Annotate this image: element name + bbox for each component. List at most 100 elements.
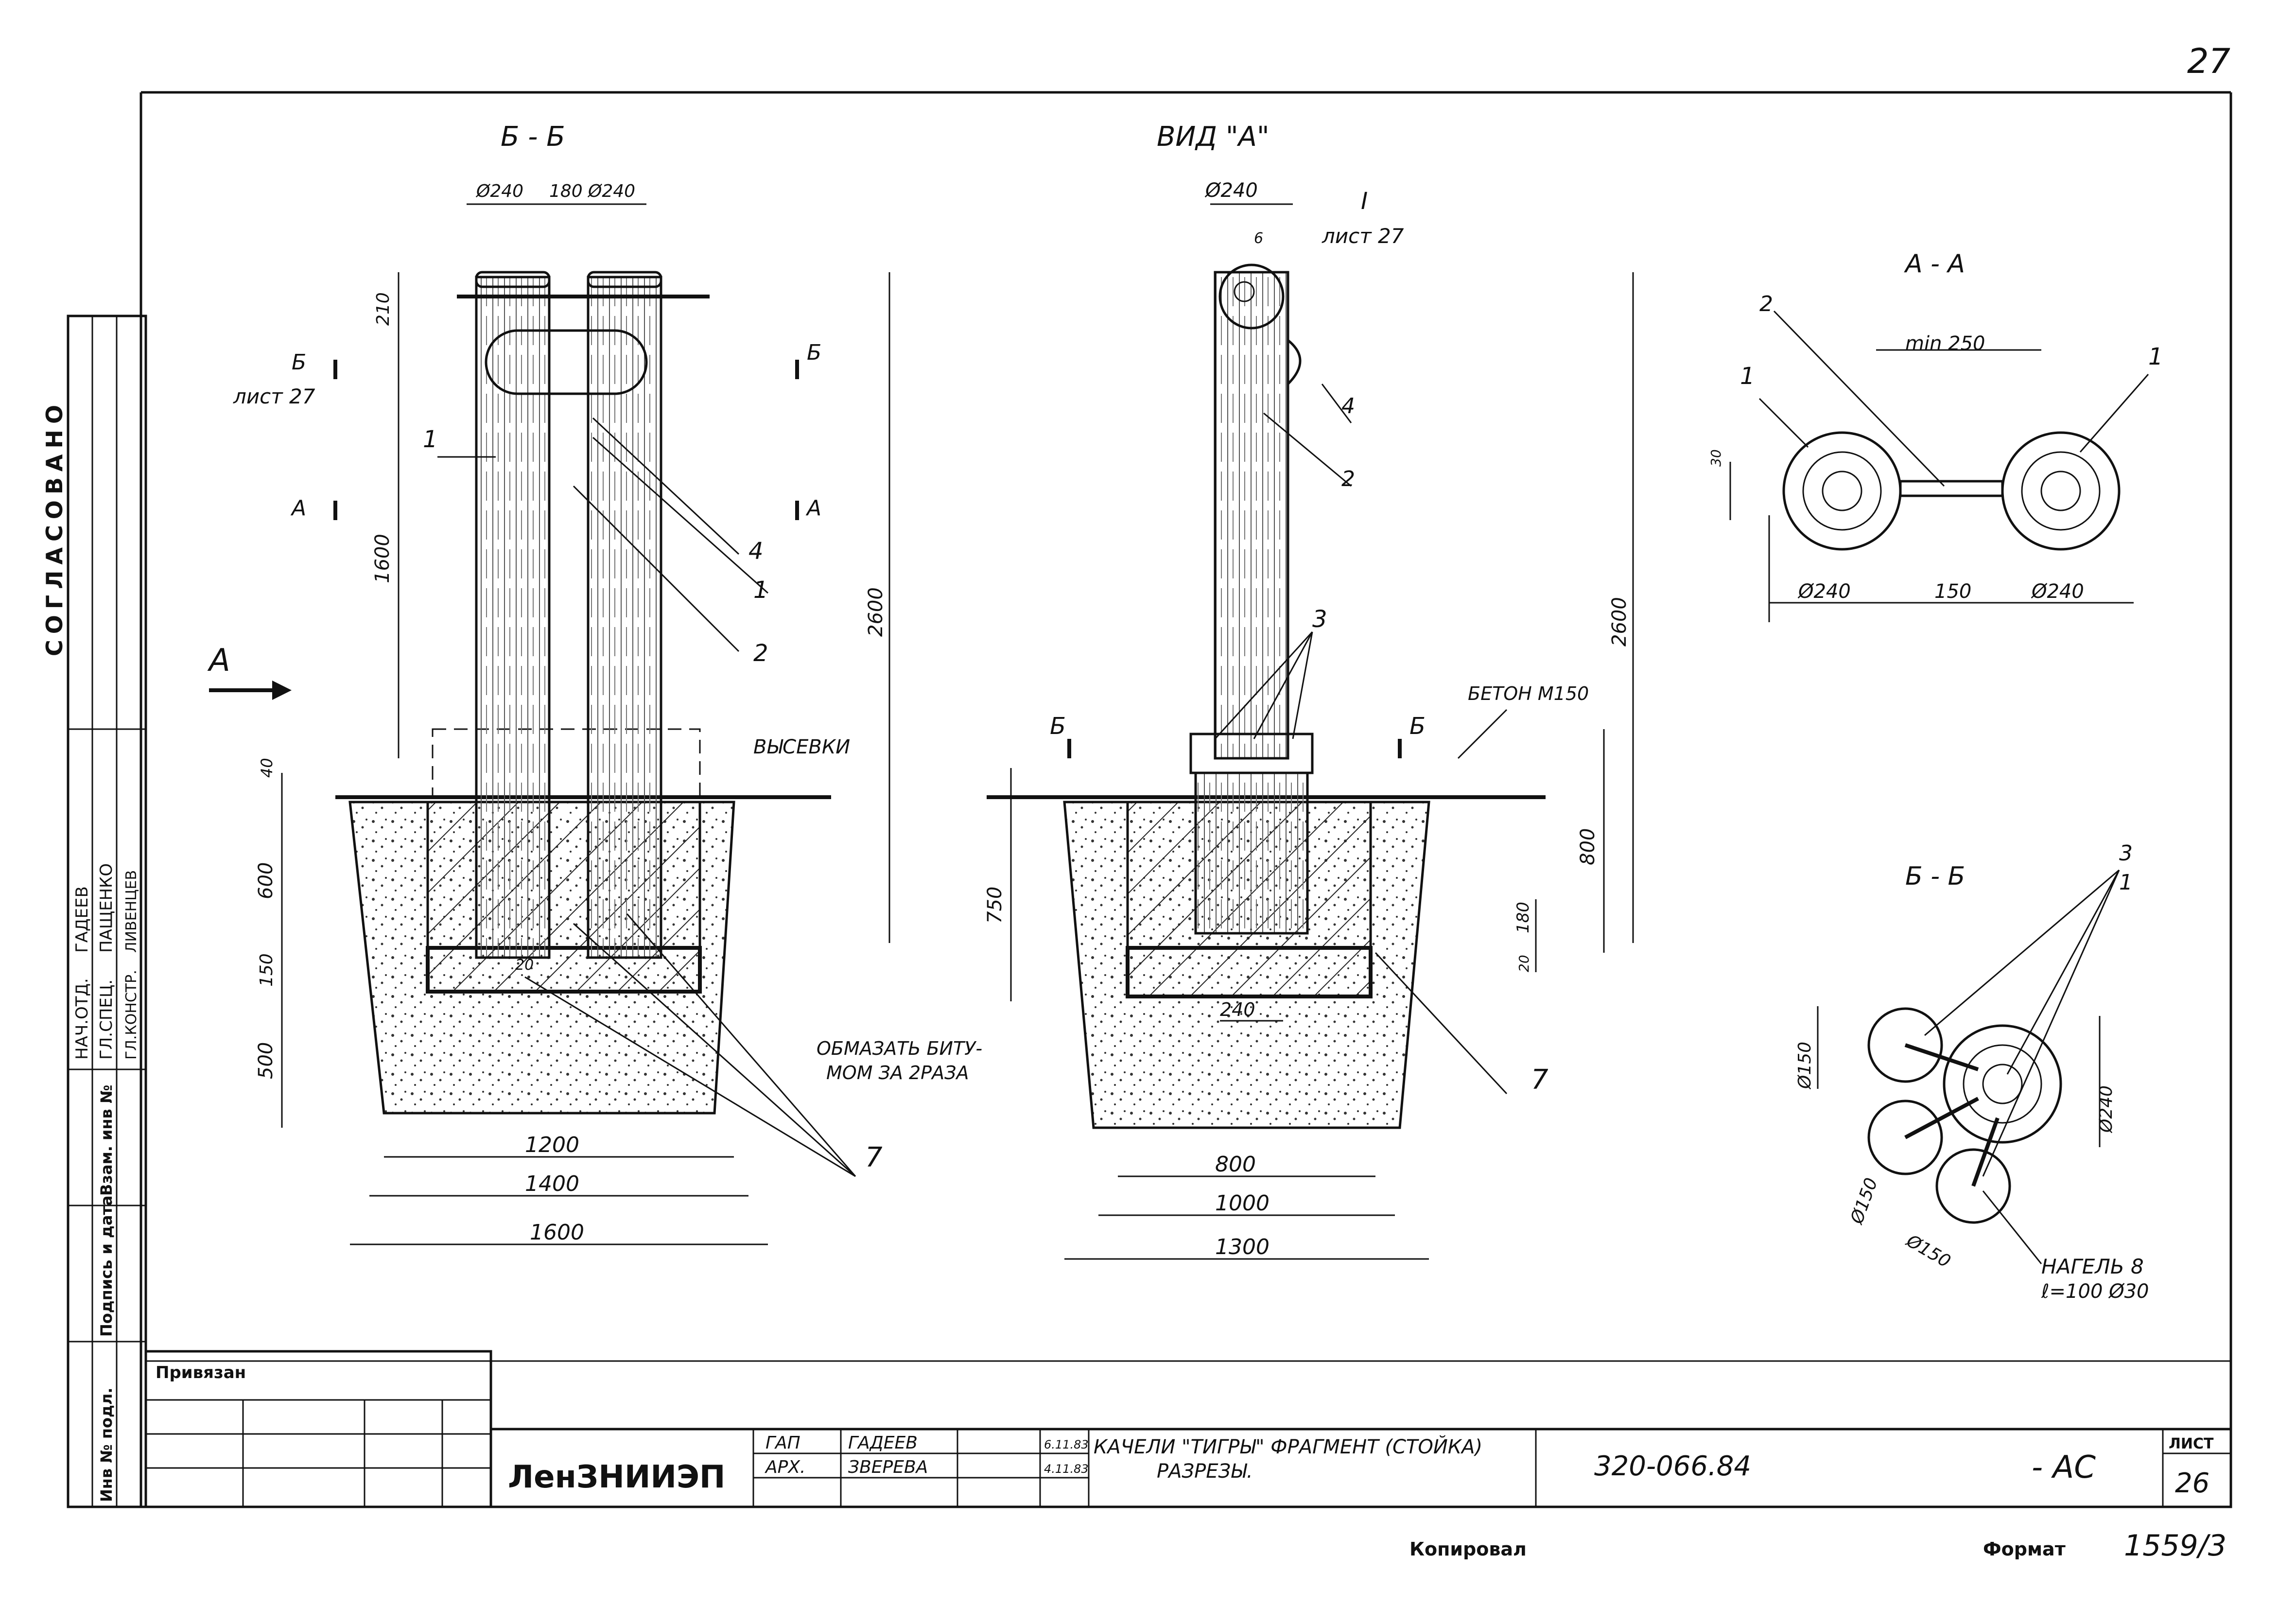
leader-7: 7 [865,1142,883,1173]
section-aa-dim-30: 30 [1708,449,1724,467]
section-aa-min: min 250 [1905,332,1985,355]
inv-podl-label: Инв № подл. [97,1388,116,1502]
bb-dim-150a: Ø150 [1795,1042,1815,1090]
seat-head [485,329,648,395]
view-a-leader-4: 4 [1341,394,1355,419]
leader-1b: 1 [753,576,768,604]
view-a-leader-2: 2 [1341,467,1355,491]
role-2-date: 4.11.83 [1044,1462,1089,1476]
bb-post-b [1867,1100,1943,1175]
dim-210: 210 [373,292,393,326]
bb-leader-1: 1 [2119,870,2133,895]
vzam-inv-label: Взам. инв № [97,1085,116,1196]
drawing-title-line1: КАЧЕЛИ "ТИГРЫ" ФРАГМЕНТ (СТОЙКА) [1094,1435,1482,1458]
section-aa [1729,310,2149,622]
title-block [489,1428,2232,1508]
view-a-dim-1000: 1000 [1215,1191,1270,1216]
person-1-name: ГАДЕЕВ [72,886,92,953]
view-arrow-label: А [207,643,230,679]
role-1: ГАП [765,1433,800,1453]
aa-post-left [1782,431,1902,551]
view-a-leader-3: 3 [1312,606,1327,633]
leader-1a: 1 [423,426,438,453]
section-aa-leader-2: 2 [1759,292,1773,316]
cut-a-right: А [805,496,821,521]
dim-top-left: Ø240 [475,181,523,201]
beton-label: БЕТОН М150 [1468,683,1589,704]
soglasovano-label: СОГЛАСОВАНО [41,399,68,656]
binding-label: Привязан [156,1363,246,1382]
leader-2: 2 [753,640,768,667]
view-a [987,203,1634,1260]
dim-40: 40 [258,758,276,778]
bb-post-a [1867,1007,1943,1083]
dim-2600: 2600 [865,587,887,637]
post-right [587,276,662,959]
section-bb-right-title: Б - Б [1905,862,1965,891]
drawing-suffix: - АС [2032,1450,2096,1485]
view-a-dim-240b: 240 [1220,999,1255,1020]
leader-4: 4 [748,538,764,565]
bb-dim-240: Ø240 [2096,1085,2116,1134]
footing-slab [426,946,702,994]
section-aa-title: А - А [1904,249,1965,279]
bb-dim-150b: Ø150 [1846,1175,1881,1227]
section-aa-dim-right: Ø240 [2031,580,2084,603]
bb-post-main [1943,1024,2062,1144]
section-bb-left-title: Б - Б [501,121,565,153]
page-number: 27 [2187,41,2230,81]
nagel-label: НАГЕЛЬ 8 [2041,1255,2144,1278]
view-a-post [1214,271,1289,760]
dim-top-right: Ø240 [587,181,635,201]
inventory-number: 1559/3 [2124,1529,2226,1563]
sheet-number: 26 [2175,1467,2209,1499]
section-aa-leader-1a: 1 [1740,363,1755,390]
view-a-ref-sheet: лист 27 [1322,224,1404,248]
person-2-role: ГЛ.СПЕЦ. [97,979,116,1060]
podpis-data-label: Подпись и дата [97,1195,116,1337]
view-a-dim-6: 6 [1254,230,1263,247]
dim-1600-base: 1600 [530,1220,584,1245]
aa-post-right [2001,431,2121,551]
view-a-dim-1300: 1300 [1215,1235,1270,1259]
format-label: Формат [1983,1538,2066,1560]
section-bb-left [209,203,890,1245]
role-2-name: ЗВЕРЕВА [848,1457,928,1477]
vysevki-label: ВЫСЕВКИ [753,736,850,758]
dim-1400: 1400 [525,1171,579,1196]
view-a-dim-750: 750 [984,887,1006,924]
view-a-dim-180: 180 [1513,902,1533,933]
drawing-code: 320-066.84 [1594,1450,1751,1482]
bb-post-c [1935,1148,2011,1224]
view-a-post-top [1218,263,1285,330]
view-a-cut-b-right: Б [1409,713,1426,740]
view-a-leader-7: 7 [1531,1064,1548,1096]
post-left [475,276,551,959]
bb-dim-150c: Ø150 [1902,1230,1954,1272]
cut-b-left: Б [292,350,306,375]
copy-label: Копировал [1409,1538,1527,1560]
nagel-label-2: ℓ=100 Ø30 [2041,1280,2149,1303]
view-a-dim-240: Ø240 [1204,179,1258,202]
sheet-frame [139,91,2232,1508]
organization: ЛенЗНИИЭП [508,1459,725,1495]
view-a-ref-i: I [1361,188,1368,215]
role-2: АРХ. [765,1457,805,1477]
bb-leader-3: 3 [2119,841,2133,866]
view-a-dim-800b: 800 [1215,1152,1256,1177]
dim-1200: 1200 [525,1133,579,1157]
dim-20: 20 [515,957,534,974]
role-1-date: 6.11.83 [1044,1438,1089,1451]
person-3-role: ГЛ.КОНСТР. [123,970,140,1060]
obmazat-label-2: МОМ ЗА 2РАЗА [826,1062,969,1083]
view-a-dim-800: 800 [1577,828,1599,865]
view-a-title: ВИД "А" [1157,121,1270,153]
view-a-cut-b-left: Б [1050,713,1066,740]
drawing-title-line2: РАЗРЕЗЫ. [1157,1460,1253,1483]
section-aa-dim-left: Ø240 [1797,580,1851,603]
dim-top-mid: 180 [549,181,583,201]
dim-150: 150 [257,953,277,987]
view-a-dim-2600: 2600 [1608,597,1631,646]
section-bb-right [1817,869,2120,1264]
view-a-dim-20: 20 [1516,955,1532,972]
